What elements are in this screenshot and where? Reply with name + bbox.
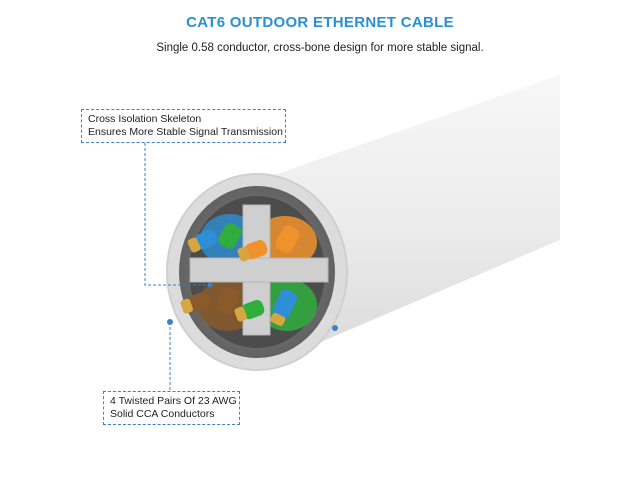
page-subtitle: Single 0.58 conductor, cross-bone design…: [156, 42, 484, 54]
cross-separator: [189, 204, 329, 336]
callout-connectors: [144, 138, 210, 390]
callout-line: Cross Isolation Skeleton: [88, 113, 202, 125]
callout-dot: [167, 319, 173, 325]
callout-dot: [332, 325, 338, 331]
callout-dot: [207, 282, 213, 288]
callout-line: 4 Twisted Pairs Of 23 AWG: [110, 395, 237, 407]
callout-line: Solid CCA Conductors: [110, 408, 215, 420]
callout-twisted-pairs: 4 Twisted Pairs Of 23 AWG Solid CCA Cond…: [103, 391, 240, 425]
callout-line: Ensures More Stable Signal Transmission: [88, 126, 283, 138]
callout-cross-isolation: Cross Isolation Skeleton Ensures More St…: [81, 109, 286, 143]
conductor-wires: [180, 223, 300, 326]
page-title: CAT6 OUTDOOR ETHERNET CABLE: [186, 14, 454, 31]
